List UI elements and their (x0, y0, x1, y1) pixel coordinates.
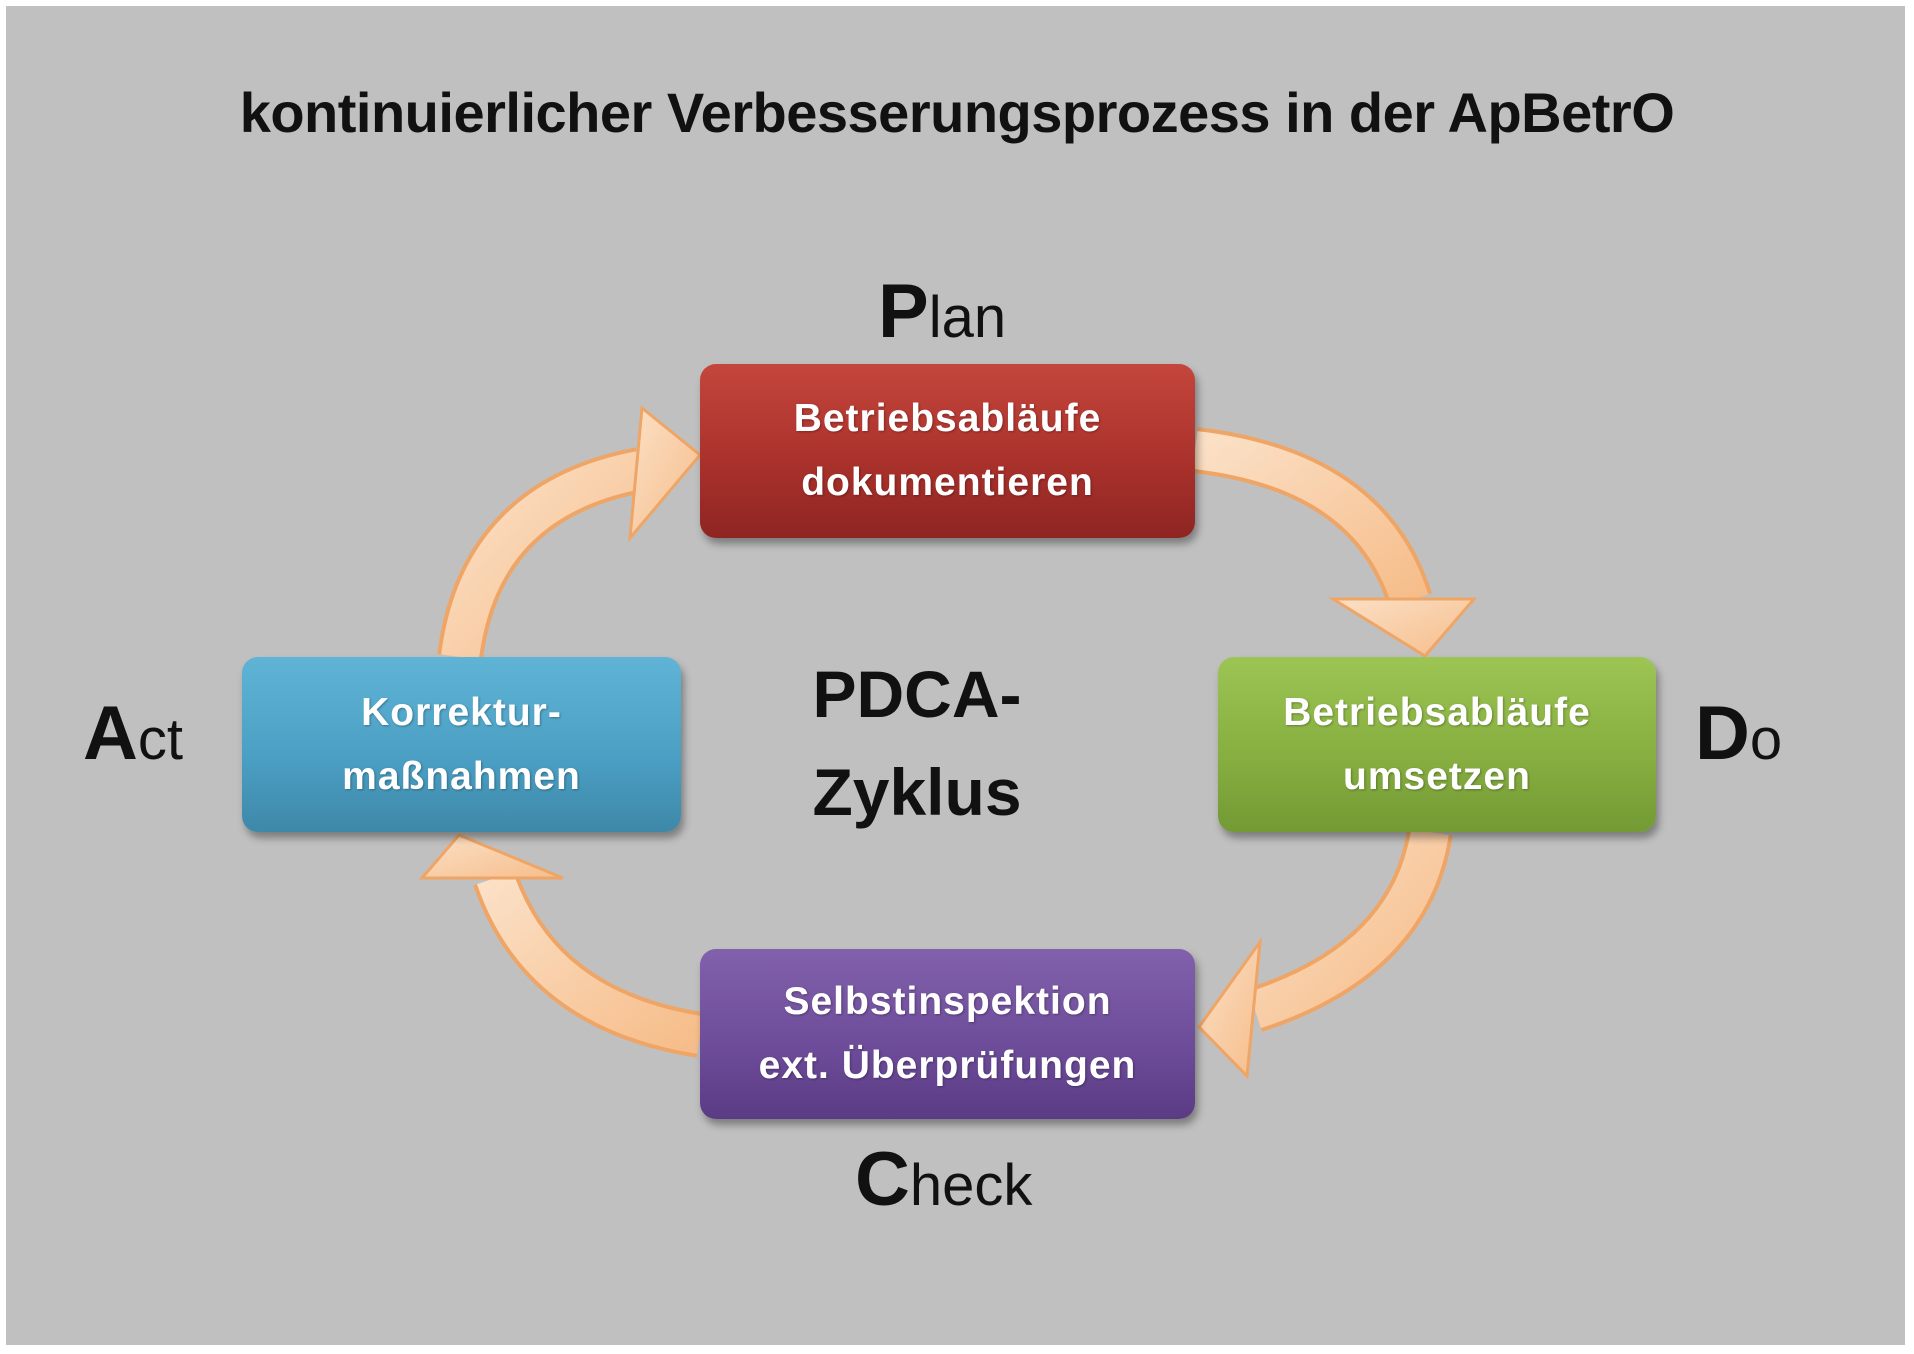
arrow-act-to-plan (437, 405, 703, 661)
do-initial: D (1695, 691, 1750, 776)
check-box: Selbstinspektion ext. Überprüfungen (700, 949, 1195, 1119)
plan-box-line2: dokumentieren (801, 461, 1094, 504)
act-box-line2: maßnahmen (342, 754, 581, 798)
check-rest: heck (909, 1153, 1033, 1218)
do-rest: o (1749, 707, 1783, 772)
check-box-line1: Selbstinspektion (783, 980, 1112, 1023)
center-label-line2: Zyklus (812, 755, 1022, 829)
plan-box-line1: Betriebsabläufe (793, 397, 1102, 440)
do-box-line1: Betriebsabläufe (1283, 690, 1591, 734)
arrow-check-to-act (418, 833, 704, 1058)
do-box-line2: umsetzen (1343, 754, 1531, 798)
act-initial: A (83, 691, 138, 776)
check-initial: C (855, 1137, 910, 1222)
arrow-plan-to-do (1192, 427, 1478, 658)
check-box-line2: ext. Überprüfungen (758, 1044, 1137, 1087)
arrow-do-to-check (1197, 827, 1453, 1080)
phase-label-plan: Plan (878, 268, 1006, 355)
diagram-title: kontinuierlicher Verbesserungsprozess in… (239, 81, 1675, 144)
center-label: PDCA- Zyklus (767, 645, 1067, 841)
phase-label-act: Act (83, 690, 183, 777)
plan-initial: P (878, 269, 929, 354)
center-label-line1: PDCA- (812, 657, 1022, 731)
phase-label-do: Do (1695, 690, 1782, 777)
phase-label-check: Check (855, 1136, 1032, 1223)
act-box-line1: Korrektur- (361, 690, 562, 734)
act-rest: ct (137, 707, 184, 772)
plan-rest: lan (928, 285, 1007, 350)
plan-box: Betriebsabläufe dokumentieren (700, 364, 1195, 538)
do-box: Betriebsabläufe umsetzen (1218, 657, 1656, 832)
act-box: Korrektur- maßnahmen (242, 657, 681, 832)
